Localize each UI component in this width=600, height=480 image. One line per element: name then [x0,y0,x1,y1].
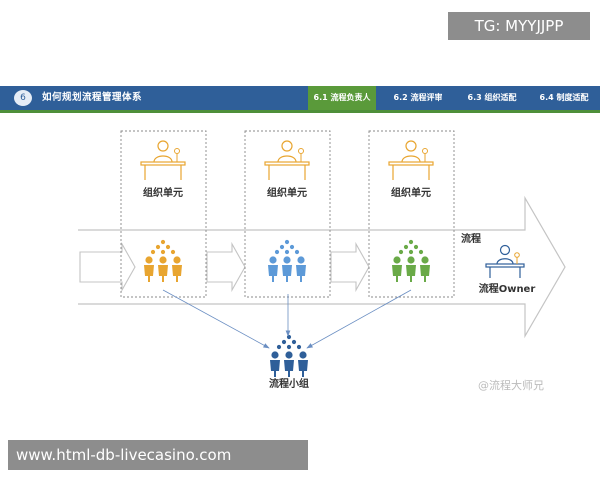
team-blue-person-body [268,265,278,282]
process-group-person-head [299,351,307,359]
team-green-person-head [393,256,401,264]
overlay-badge: TG: MYYJJPP [448,12,590,40]
link-arrow-1 [162,289,270,349]
team-orange-person-head [159,256,167,264]
team-icon-green [392,239,430,282]
desk-person-icon-3 [388,140,434,181]
tab-policy-adaptation[interactable]: 6.4 制度适配 [539,93,589,102]
team-green-person-body [420,265,430,282]
desk-person-icon-2 [264,140,310,181]
team-icon-blue [268,239,306,282]
header-underline [0,110,600,113]
team-green-person-head [407,256,415,264]
team-blue-person-body [282,265,292,282]
team-green-dot [408,249,414,255]
team-blue-dot [284,239,290,245]
process-group-person-head [285,351,293,359]
team-blue-dot [294,249,300,255]
desk-person-icon-1 [140,140,186,181]
process-group-person-head [271,351,279,359]
process-group-person-body [270,360,280,377]
process-group-icon [270,334,308,377]
team-green-dot [413,244,419,250]
url-overlay: www.html-db-livecasino.com [8,440,308,470]
process-group-person-body [284,360,294,377]
team-blue-dot [284,249,290,255]
process-group-dot [286,334,292,340]
org-unit-box-2 [244,130,331,298]
team-orange-person-body [144,265,154,282]
process-label: 流程 [461,232,481,245]
process-owner-label: 流程Owner [479,282,536,295]
team-orange-dot [150,249,156,255]
process-group-person-body [298,360,308,377]
team-blue-person-head [269,256,277,264]
team-green-dot [408,239,414,245]
process-diagram: 组织单元 组织单元 组织单元 流程 流程Owner 流程小组 [78,130,566,390]
team-orange-dot [160,249,166,255]
process-group-dot [281,339,287,345]
team-orange-person-head [145,256,153,264]
flow-arrow-1 [79,241,136,293]
process-flow-arrow [78,195,566,339]
process-group-dot [291,339,297,345]
tab-process-review[interactable]: 6.2 流程评审 [393,93,443,102]
team-orange-person-body [158,265,168,282]
process-group-dot [276,344,282,350]
tab-process-owner[interactable]: 6.1 流程负责人 [308,86,376,110]
team-green-person-head [421,256,429,264]
org-unit-box-3 [368,130,455,298]
org-unit-box-1 [120,130,207,298]
org-unit-label-3: 组织单元 [391,186,431,199]
team-orange-dot [165,244,171,250]
watermark: @流程大师兄 [478,379,544,392]
team-orange-dot [155,244,161,250]
team-green-person-body [392,265,402,282]
team-green-person-body [406,265,416,282]
flow-arrow-2 [206,241,246,293]
team-green-dot [398,249,404,255]
process-group-label: 流程小组 [269,377,309,390]
process-group-dot [286,344,292,350]
org-unit-label-2: 组织单元 [267,186,307,199]
team-blue-person-head [283,256,291,264]
section-number-badge: 6 [14,90,32,106]
team-orange-person-body [172,265,182,282]
process-owner-icon [485,244,525,278]
team-blue-dot [274,249,280,255]
org-unit-label-1: 组织单元 [143,186,183,199]
team-orange-dot [160,239,166,245]
process-group-dot [296,344,302,350]
flow-arrow-3 [330,241,370,293]
section-title: 如何规划流程管理体系 [42,92,143,103]
team-green-dot [418,249,424,255]
tab-org-adaptation[interactable]: 6.3 组织适配 [467,93,517,102]
team-blue-person-body [296,265,306,282]
team-blue-person-head [297,256,305,264]
team-blue-dot [289,244,295,250]
team-green-dot [403,244,409,250]
section-header [0,86,600,110]
link-arrow-3 [306,289,412,349]
team-blue-dot [279,244,285,250]
team-orange-person-head [173,256,181,264]
team-icon-orange [144,239,182,282]
team-orange-dot [170,249,176,255]
